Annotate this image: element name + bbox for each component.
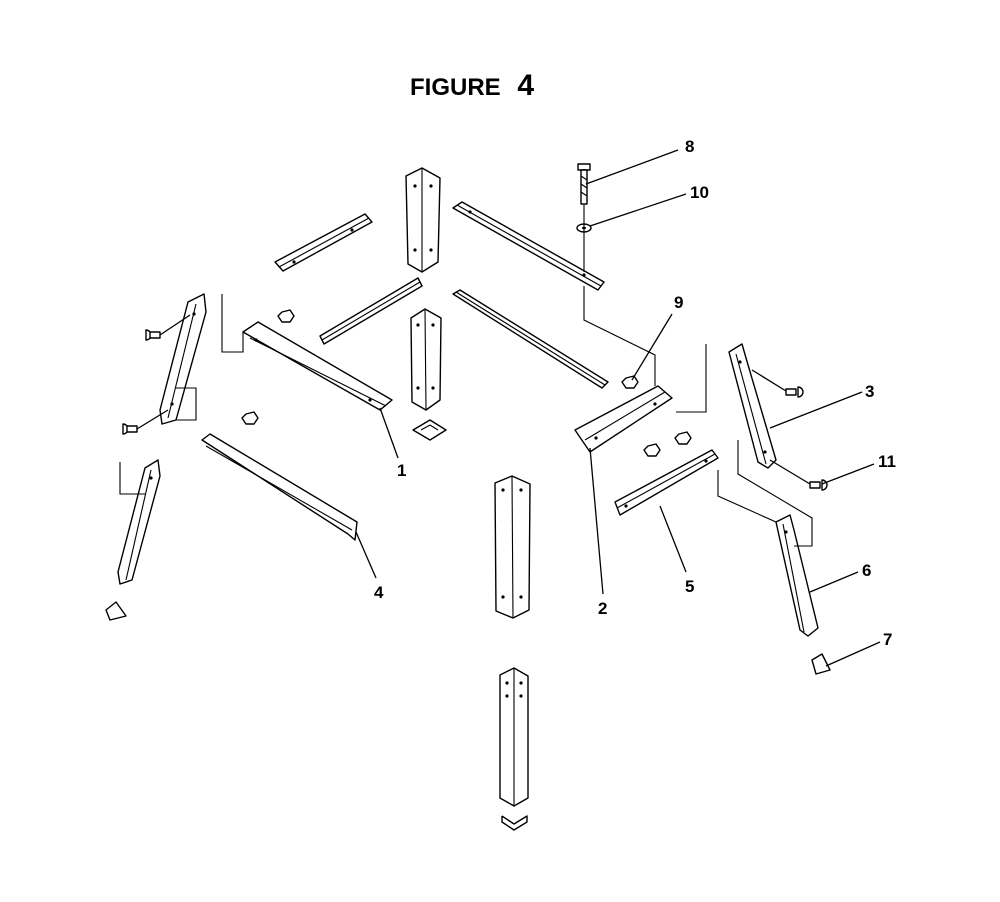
leader-7 bbox=[825, 641, 881, 667]
callout-1: 1 bbox=[397, 461, 406, 480]
leader-3 bbox=[769, 391, 863, 429]
hex-nut-icon-2 bbox=[241, 411, 259, 425]
foot-cap-icon-right bbox=[811, 653, 831, 675]
stretcher-back-right bbox=[452, 289, 609, 389]
assembly-guide-right-lower bbox=[717, 470, 777, 523]
assembly-guide-right-mid bbox=[737, 440, 813, 547]
figure-title: FIGURE 4 bbox=[410, 69, 534, 102]
leg-back-lower bbox=[410, 308, 442, 411]
leg-front-lower bbox=[499, 667, 529, 807]
callout-8: 8 bbox=[685, 137, 694, 156]
leader-1 bbox=[379, 407, 399, 459]
foot-cap-icon-front bbox=[501, 815, 528, 831]
rail-side-left bbox=[242, 321, 393, 411]
callout-11: 11 bbox=[878, 452, 896, 471]
leg-right-lower bbox=[775, 514, 819, 637]
assembly-guide-left-mid bbox=[176, 387, 197, 421]
leader-10 bbox=[589, 193, 687, 227]
hex-nut-icon-3 bbox=[621, 375, 639, 389]
figure-title-number: 4 bbox=[517, 69, 534, 102]
stretcher-side-left bbox=[201, 433, 358, 541]
bolt-leader-left-1 bbox=[159, 314, 191, 336]
assembly-guide-left-upper bbox=[221, 294, 244, 353]
callout-4: 4 bbox=[374, 583, 384, 602]
carriage-bolt-icon bbox=[577, 163, 591, 205]
leader-6 bbox=[809, 571, 859, 593]
hex-nut-icon-5 bbox=[643, 443, 661, 457]
leader-2 bbox=[589, 447, 604, 595]
leg-right-upper bbox=[728, 343, 777, 469]
carriage-bolt-icon-right-1 bbox=[785, 386, 804, 398]
carriage-bolt-icon-right-2 bbox=[809, 479, 828, 491]
leg-back bbox=[405, 167, 441, 273]
stretcher-front-right bbox=[614, 449, 719, 516]
carriage-bolt-icon-left-1 bbox=[145, 329, 161, 341]
bolt-leader-left-2 bbox=[136, 409, 169, 430]
leg-left-lower bbox=[117, 459, 161, 585]
callout-2: 2 bbox=[598, 599, 607, 618]
assembly-guide-left-lower bbox=[119, 462, 145, 495]
assembly-guide-back bbox=[583, 286, 656, 386]
rail-front-right bbox=[574, 385, 673, 453]
callout-10: 10 bbox=[690, 183, 709, 202]
carriage-bolt-icon-left-2 bbox=[122, 423, 138, 435]
assembly-guide-right-upper bbox=[676, 344, 707, 413]
foot-cap-icon-left bbox=[105, 601, 127, 621]
hex-nut-icon-1 bbox=[277, 309, 295, 323]
callout-6: 6 bbox=[862, 561, 871, 580]
callout-3: 3 bbox=[865, 382, 874, 401]
rail-back-right bbox=[452, 201, 605, 291]
callout-9: 9 bbox=[674, 293, 683, 312]
leader-5 bbox=[659, 505, 687, 573]
callout-5: 5 bbox=[685, 577, 694, 596]
figure-title-label: FIGURE bbox=[410, 74, 501, 101]
leg-left-upper bbox=[159, 293, 207, 425]
hex-nut-icon-4 bbox=[674, 431, 692, 445]
leader-8 bbox=[585, 149, 679, 185]
leader-4 bbox=[355, 531, 377, 579]
foot-cap-icon-back bbox=[412, 419, 447, 441]
bolt-leader-right-2 bbox=[769, 459, 811, 485]
callout-7: 7 bbox=[883, 630, 892, 649]
leg-front-upper bbox=[494, 475, 531, 619]
leader-9 bbox=[631, 313, 673, 381]
rail-back-left bbox=[274, 213, 373, 272]
leader-11 bbox=[821, 463, 875, 485]
bolt-leader-right-1 bbox=[751, 369, 787, 392]
stretcher-back-left bbox=[319, 277, 423, 345]
